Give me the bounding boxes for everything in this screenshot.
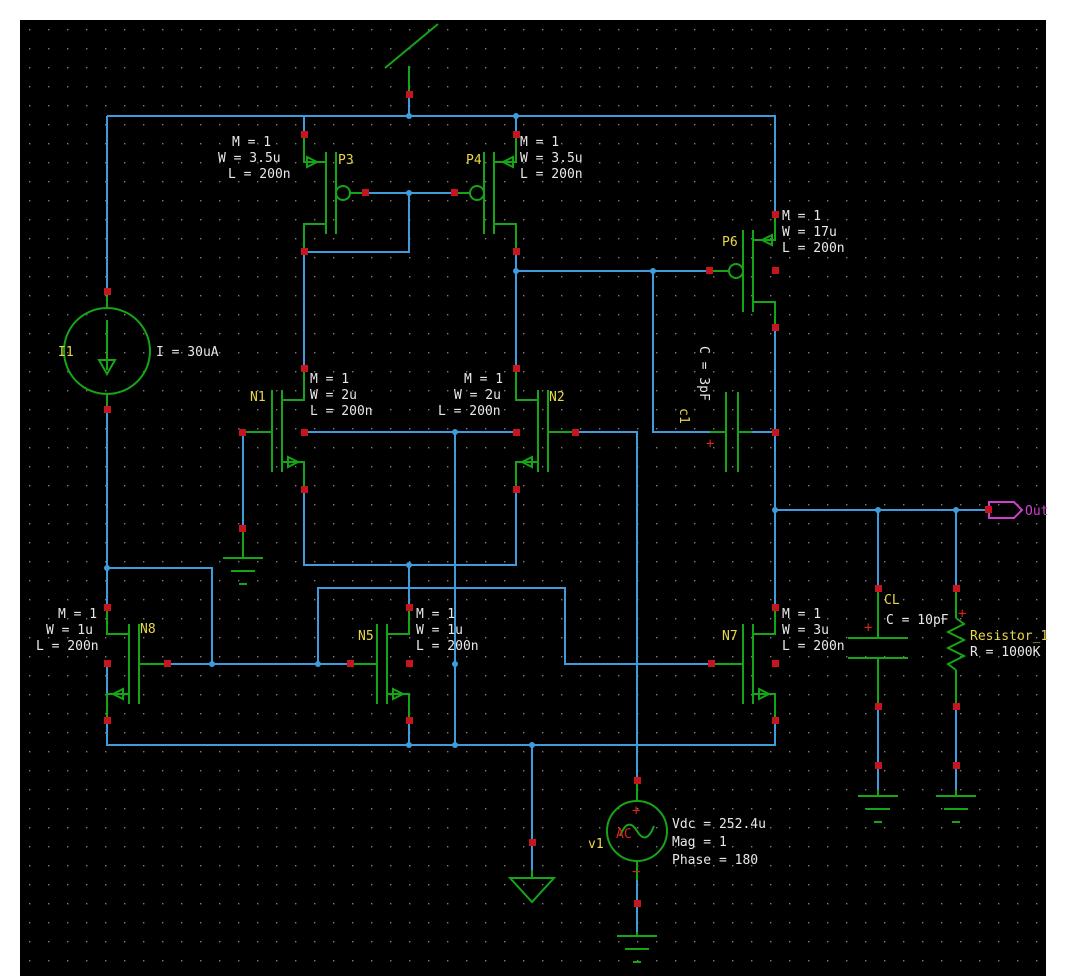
p4-w: W = 3.5u — [520, 151, 583, 166]
n8-m: M = 1 — [58, 607, 97, 622]
n1-m: M = 1 — [310, 372, 349, 387]
nmos-n1[interactable] — [243, 368, 305, 490]
p6-w: W = 17u — [782, 225, 837, 240]
capacitor-c1[interactable] — [710, 392, 752, 472]
v1-plus: + — [632, 803, 640, 819]
junctions — [104, 113, 959, 748]
n8-name: N8 — [140, 622, 156, 637]
n7-l: L = 200n — [782, 639, 845, 654]
p6-l: L = 200n — [782, 241, 845, 256]
n5-m: M = 1 — [416, 607, 455, 622]
nmos-n2[interactable] — [515, 368, 575, 490]
ground-icon — [858, 790, 898, 823]
capacitor-cl[interactable] — [848, 588, 908, 706]
v1-name: v1 — [588, 837, 604, 852]
out-label: Out — [1025, 504, 1048, 519]
c1-name: c1 — [676, 408, 691, 424]
output-port-icon[interactable] — [988, 501, 1024, 519]
n8-w: W = 1u — [46, 623, 93, 638]
i1-value: I = 30uA — [156, 345, 219, 360]
ground-icon — [617, 932, 657, 963]
n2-l: L = 200n — [438, 404, 501, 419]
schematic-canvas[interactable]: M = 1 W = 3.5u L = 200n P3 M = 1 W = 3.5… — [20, 20, 1048, 976]
p4-m: M = 1 — [520, 135, 559, 150]
schematic-svg: M = 1 W = 3.5u L = 200n P3 M = 1 W = 3.5… — [20, 20, 1048, 976]
v1-mag: Mag = 1 — [672, 835, 727, 850]
p3-name: P3 — [338, 153, 354, 168]
p4-l: L = 200n — [520, 167, 583, 182]
nmos-n5[interactable] — [350, 608, 410, 720]
p3-l: L = 200n — [228, 167, 291, 182]
v1-vdc: Vdc = 252.4u — [672, 817, 766, 832]
n8-l: L = 200n — [36, 639, 99, 654]
r1-plus: + — [958, 606, 966, 622]
pmos-p4[interactable] — [454, 135, 517, 252]
n5-l: L = 200n — [416, 639, 479, 654]
resistor-1[interactable] — [945, 588, 967, 706]
pmos-p3[interactable] — [303, 135, 366, 252]
n2-w: W = 2u — [454, 388, 501, 403]
n1-name: N1 — [250, 390, 266, 405]
pmos-p6[interactable] — [709, 215, 776, 328]
c1-plus: + — [706, 436, 714, 452]
pin-markers — [104, 91, 992, 907]
n5-name: N5 — [358, 629, 374, 644]
i1-name: I1 — [58, 345, 74, 360]
nmos-n7[interactable] — [712, 608, 776, 720]
n2-m: M = 1 — [464, 372, 503, 387]
c1-value: C = 3pF — [696, 346, 711, 401]
n5-w: W = 1u — [416, 623, 463, 638]
ground-icon — [936, 790, 976, 823]
v1-minus: − — [632, 864, 640, 880]
cl-name: CL — [884, 593, 900, 608]
n1-l: L = 200n — [310, 404, 373, 419]
cl-plus: + — [864, 620, 872, 636]
v1-phase: Phase = 180 — [672, 853, 758, 868]
n7-m: M = 1 — [782, 607, 821, 622]
ground-icon — [223, 528, 263, 585]
ground-triangle-icon — [507, 870, 557, 904]
p3-w: W = 3.5u — [218, 151, 281, 166]
r1-value: R = 1000K — [970, 645, 1041, 660]
p3-m: M = 1 — [232, 135, 271, 150]
n7-name: N7 — [722, 629, 738, 644]
cl-value: C = 10pF — [886, 613, 949, 628]
n2-name: N2 — [549, 390, 565, 405]
nmos-n8[interactable] — [106, 608, 168, 720]
p6-name: P6 — [722, 235, 738, 250]
p6-m: M = 1 — [782, 209, 821, 224]
n7-w: W = 3u — [782, 623, 829, 638]
p4-name: P4 — [466, 153, 482, 168]
r1-name: Resistor_1 — [970, 629, 1048, 644]
n1-w: W = 2u — [310, 388, 357, 403]
v1-symbol: AC — [616, 827, 632, 842]
